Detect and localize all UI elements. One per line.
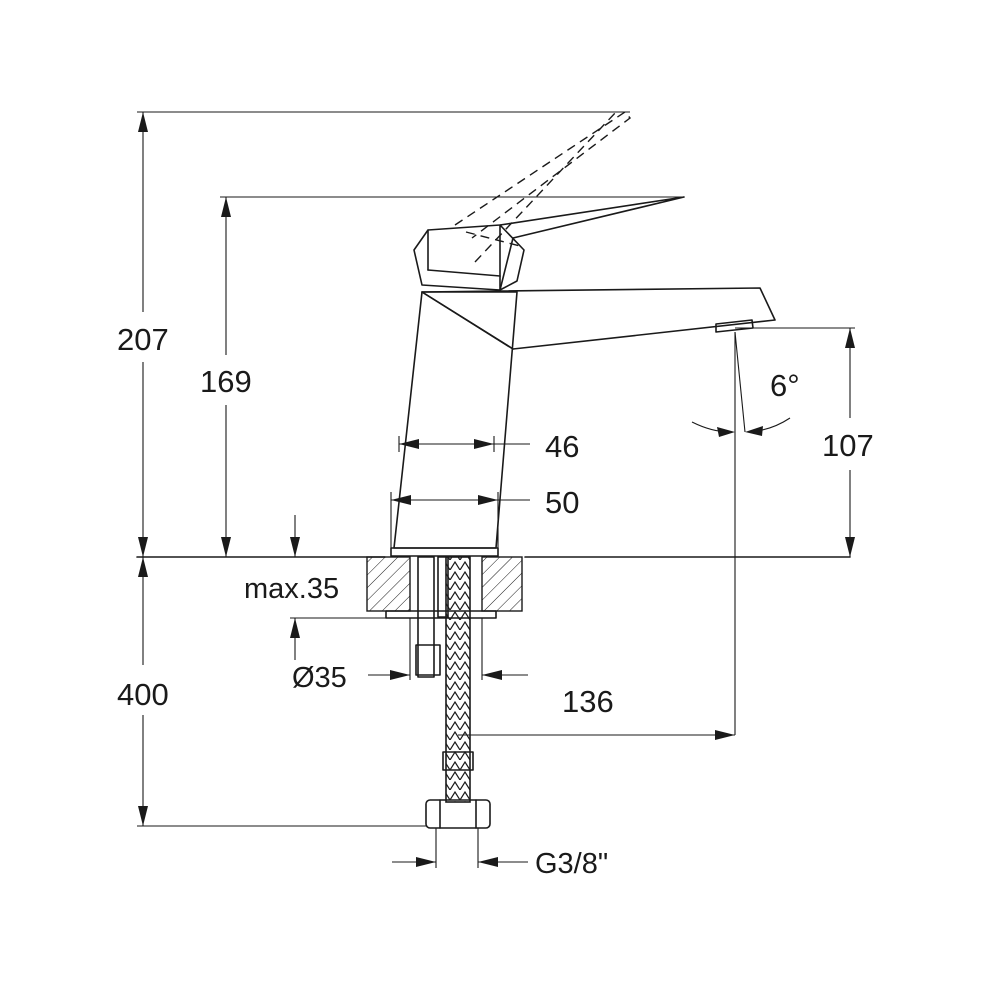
dim-label-207: 207	[117, 322, 169, 357]
dim-spout-angle: 6°	[691, 331, 800, 735]
dim-thread: G3/8"	[392, 828, 608, 880]
dim-label-46: 46	[545, 429, 579, 464]
faucet-spout	[421, 287, 776, 350]
dim-lever-height: 169	[200, 196, 684, 557]
dim-label-169: 169	[200, 364, 252, 399]
dim-label-50: 50	[545, 485, 579, 520]
mounting-hardware	[415, 556, 449, 678]
flexible-hose	[425, 556, 491, 829]
dim-body-width-base: 50	[390, 485, 579, 548]
dim-label-diameter: Ø35	[292, 662, 347, 694]
countertop-section	[136, 556, 851, 619]
dim-label-angle: 6°	[770, 368, 800, 403]
dim-body-width-top: 46	[398, 429, 579, 464]
dim-label-max: max.35	[244, 573, 339, 605]
dim-hole-diameter: Ø35	[292, 618, 528, 694]
dim-hose-length: 400	[117, 557, 426, 827]
dim-total-height: 207	[117, 111, 630, 557]
lever-raised-dashed	[454, 111, 632, 263]
dim-spout-height: 107	[735, 327, 874, 557]
dim-spout-reach: 136	[458, 684, 735, 740]
dim-label-107: 107	[822, 428, 874, 463]
dim-label-136: 136	[562, 684, 614, 719]
dim-label-thread: G3/8"	[535, 848, 608, 880]
lever-handle	[413, 196, 685, 291]
dim-label-400: 400	[117, 677, 169, 712]
dim-max-deck: max.35	[244, 515, 386, 660]
